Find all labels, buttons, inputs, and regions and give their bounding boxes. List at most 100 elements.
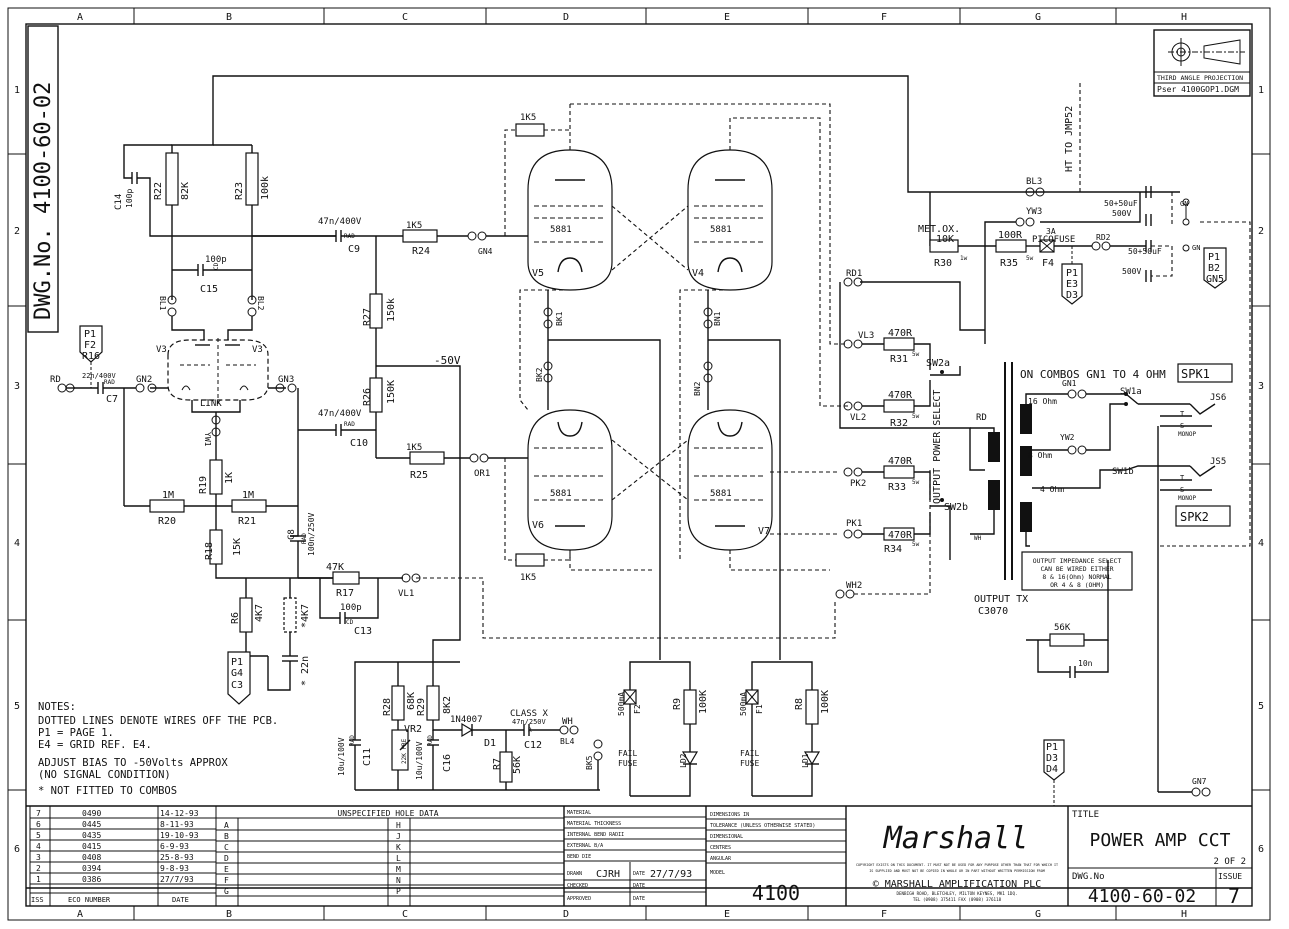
hole-right-J: J [396, 832, 401, 841]
label-r35v: 100R [998, 230, 1023, 241]
label-c9: C9 [348, 244, 360, 255]
grid-col-top-G: G [1035, 12, 1041, 23]
label-link: LINK [200, 399, 222, 409]
label-c8v: 100n/250V [307, 512, 316, 556]
dwg-number: 4100-60-02 [1088, 886, 1196, 907]
label-r6: R6 [230, 612, 241, 624]
label-r8: R8 [794, 698, 805, 710]
side-dwg-number: DWG.No. 4100-60-02 [31, 82, 56, 320]
grid-row-left-5: 5 [14, 701, 20, 712]
label-r22v: 82K [180, 182, 191, 200]
label-c13c: CD [346, 619, 354, 626]
label-r21: R21 [238, 516, 256, 527]
label-c9v: 47n/400V [318, 217, 362, 227]
rev-date-2: 19-10-93 [160, 831, 199, 840]
label-f4: F4 [1042, 258, 1054, 269]
grid-col-top-B: B [226, 12, 232, 23]
impedance-note-line-3: OR 4 & 8 (OHM) [1050, 581, 1104, 589]
rev-ecn-1: 0445 [82, 820, 101, 829]
label-f1f: F1 [755, 704, 764, 714]
hole-left-B: B [224, 832, 229, 841]
label-c15: C15 [200, 284, 218, 295]
feedback-network [1026, 560, 1109, 806]
label-bl1: BL1 [158, 296, 167, 311]
label-r33: R33 [888, 482, 906, 493]
label-c12v: 47n/250V [512, 718, 547, 726]
drawn-name: CJRH [596, 869, 620, 880]
hole-left-F: F [224, 876, 229, 885]
label-d4: D4 [1046, 764, 1058, 775]
grid-col-bottom-D: D [563, 909, 569, 920]
issue-number: 7 [1228, 884, 1240, 908]
label-r56v: 56K [1054, 623, 1071, 633]
label-fail1: FAIL [618, 749, 637, 758]
impedance-note-line-0: OUTPUT IMPEDANCE SELECT [1033, 557, 1122, 565]
output-power-select [416, 277, 985, 639]
label-pk2: PK2 [850, 479, 866, 489]
hole-right-P: P [396, 887, 401, 896]
label-c9r: RAD [344, 233, 355, 240]
label-c16: C16 [442, 754, 453, 772]
label-r1k5b: 1K5 [520, 573, 536, 583]
projection-file: Pser 4100GOP1.DGM [1157, 85, 1239, 94]
side-dwg-box [27, 25, 59, 333]
label-p1c: P1 [1066, 268, 1078, 279]
label-r31w: 5w [912, 351, 920, 358]
copyright-line-0: COPYRIGHT EXISTS ON THIS DOCUMENT. IT MU… [856, 863, 1058, 867]
label-v7t: 5881 [710, 489, 732, 499]
label-r18: R18 [204, 542, 215, 560]
label-c10r: RAD [344, 421, 355, 428]
projection-label: THIRD ANGLE PROJECTION [1157, 74, 1243, 82]
phase-inverter-section [57, 75, 1180, 705]
label-v7: V7 [758, 526, 770, 537]
label-bn1: BN1 [713, 311, 722, 326]
grid-row-right-6: 6 [1258, 844, 1264, 855]
company-address: DENBIGH ROAD, BLETCHLEY, MILTON KEYNES, … [896, 891, 1017, 896]
label-r1k5a: 1K5 [520, 113, 536, 123]
drawing-title: POWER AMP CCT [1090, 830, 1231, 851]
label-r18v: 15K [232, 538, 243, 556]
label-r26v: 150K [386, 380, 397, 404]
note-line-1: DOTTED LINES DENOTE WIRES OFF THE PCB. [38, 715, 278, 727]
label-bn2: BN2 [693, 381, 702, 396]
label-c14v: 100p [125, 189, 134, 208]
rev-iss-4: 3 [36, 853, 41, 862]
label-r29: R29 [416, 698, 427, 716]
label-c3070: C3070 [978, 606, 1008, 617]
hole-left-E: E [224, 865, 229, 874]
label-vl2: VL2 [850, 413, 866, 423]
label-c22v: * 22n [300, 656, 311, 686]
rev-header-date: DATE [172, 896, 189, 904]
label-bk5: BK5 [585, 755, 594, 770]
label-bl4: BL4 [560, 737, 575, 746]
label-r32: R32 [890, 418, 908, 429]
rev-date-6: 27/7/93 [160, 875, 194, 884]
rev-date-3: 6-9-93 [160, 842, 189, 851]
label-v4t: 5881 [710, 225, 732, 235]
grid-col-bottom-A: A [77, 909, 83, 920]
impedance-note-line-1: CAN BE WIRED EITHER [1040, 565, 1113, 573]
label-gn5b: GN [1192, 244, 1200, 252]
label-r19: R19 [198, 476, 209, 494]
grid-row-right-2: 2 [1258, 226, 1264, 237]
label-f4v: 3A [1046, 227, 1056, 236]
projection-box: THIRD ANGLE PROJECTION Pser 4100GOP1.DGM [1153, 29, 1251, 97]
hole-right-M: M [396, 865, 401, 874]
label-r28: R28 [382, 698, 393, 716]
label-r28v: 68K [406, 692, 417, 710]
label-wh: WH [562, 717, 573, 727]
label-r25: R25 [410, 470, 428, 481]
rev-date-4: 25-8-93 [160, 853, 194, 862]
label-t1: T [1180, 410, 1185, 418]
material-row-1: MATERIAL THICKNESS [567, 821, 621, 827]
label-f2f: F2 [633, 704, 642, 714]
rev-iss-5: 2 [36, 864, 41, 873]
dimension-row-1: TOLERANCE (UNLESS OTHERWISE STATED) [710, 823, 815, 829]
label-r24v: 1K5 [406, 221, 422, 231]
label-c11v: 10u/100V [337, 737, 346, 776]
